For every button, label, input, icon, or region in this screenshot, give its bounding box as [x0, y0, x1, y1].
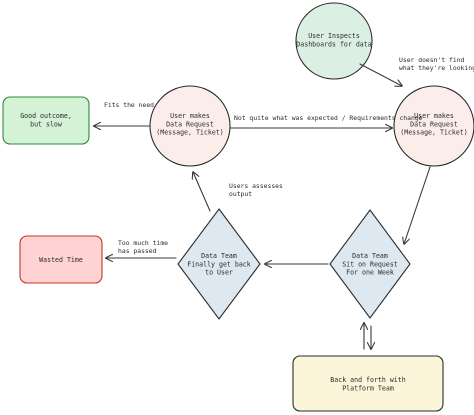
good-outcome-label-line: but slow [30, 120, 62, 128]
user-request-right-label-line: (Message, Ticket) [400, 129, 468, 137]
user-request-right-label-line: Data Request [410, 120, 458, 128]
user-inspects-label-line: User Inspects [308, 32, 360, 40]
back-and-forth-label-line: Platform Team [342, 384, 394, 392]
good-outcome-node: Good outcome,but slow [2, 96, 90, 145]
edge-label-doesnt-find-line: what they're looking for [399, 64, 474, 72]
user-request-left-shape [149, 85, 231, 167]
good-outcome-label-line: Good outcome, [20, 112, 72, 120]
wasted-time-shape [19, 235, 103, 284]
back-and-forth-shape [292, 355, 444, 412]
data-team-gets-back-shape [177, 208, 261, 320]
user-request-left-label-line: (Message, Ticket) [156, 129, 224, 137]
data-team-gets-back-label-line: Finally get back [187, 260, 251, 268]
edge-label-not-quite-line: Not quite what was expected / Requiremen… [234, 114, 423, 122]
good-outcome-shape [2, 96, 90, 145]
data-team-sits-label-line: Sit on Request [342, 260, 398, 268]
data-team-gets-back-label-line: Data Team [201, 252, 237, 260]
edge-label-fits-need-line: Fits the need [104, 101, 154, 109]
edge-label-not-quite: Not quite what was expected / Requiremen… [234, 114, 423, 122]
user-request-right-label-line: User makes [414, 112, 454, 120]
data-team-sits-label-line: For one Week [346, 269, 394, 277]
edge-label-too-much-time-line: Too much time [118, 239, 168, 247]
wasted-time-node: Wasted Time [19, 235, 103, 284]
user-inspects-label-line: Dashboards for data [296, 40, 371, 48]
user-request-right-shape [393, 85, 474, 167]
edge-right-request-to-data-team-sits [404, 166, 431, 244]
edge-label-too-much-time-line: has passed [118, 247, 157, 255]
user-request-left-label-line: Data Request [166, 120, 214, 128]
back-and-forth-label-line: Back and forth with [330, 376, 405, 384]
wasted-time-label-line: Wasted Time [39, 256, 83, 264]
edge-label-fits-need: Fits the need [104, 101, 154, 109]
data-team-sits-shape [329, 209, 411, 319]
data-team-gets-back-label-line: to User [205, 269, 233, 277]
data-team-sits-label-line: Data Team [352, 252, 388, 260]
user-request-left-label-line: User makes [170, 112, 210, 120]
good-outcome-label: Good outcome,but slow [20, 112, 72, 128]
edge-label-assesses-line: Users assesses [229, 182, 283, 190]
edge-label-doesnt-find-line: User doesn't find [399, 56, 465, 64]
edge-gets-back-to-left-request [193, 172, 211, 212]
edge-label-assesses-line: output [229, 190, 252, 198]
edge-inspects-to-right-request [359, 63, 402, 86]
user-inspects-shape [295, 2, 373, 80]
wasted-time-label: Wasted Time [39, 256, 83, 264]
